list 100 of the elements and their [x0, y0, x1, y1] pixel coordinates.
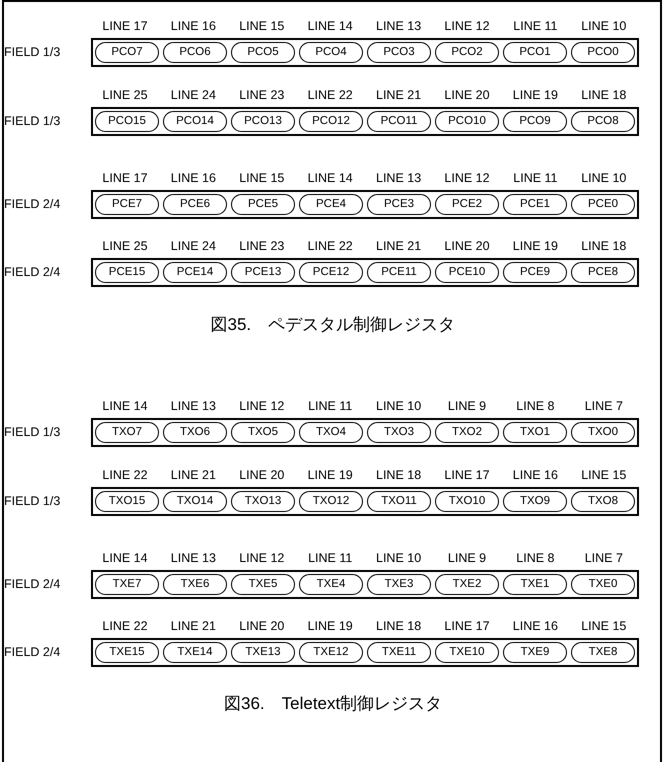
bit-cell: TXE7: [95, 574, 159, 595]
line-label: LINE 16: [512, 468, 559, 482]
bit-cell: TXO7: [95, 422, 159, 443]
bit-cell: PCE10: [435, 262, 499, 283]
line-label: LINE 9: [446, 399, 488, 413]
bit-cell: PCE8: [571, 262, 635, 283]
bit-cell: PCE2: [435, 194, 499, 215]
line-label: LINE 23: [238, 239, 286, 253]
bit-cell: PCE14: [163, 262, 227, 283]
line-label: LINE 19: [512, 239, 559, 253]
line-label: LINE 21: [375, 239, 422, 253]
line-label: LINE 7: [584, 399, 624, 413]
bit-cell: TXE6: [163, 574, 227, 595]
line-label: LINE 12: [443, 171, 491, 185]
field-label: FIELD 2/4: [4, 265, 60, 279]
bit-cell: TXO2: [435, 422, 499, 443]
bit-cell: PCO7: [95, 42, 159, 63]
line-label: LINE 11: [512, 19, 559, 33]
bit-cell: TXO1: [503, 422, 567, 443]
bit-cell: TXE11: [367, 642, 431, 663]
line-label: LINE 23: [238, 88, 286, 102]
line-label: LINE 11: [307, 399, 354, 413]
line-label: LINE 10: [580, 19, 628, 33]
line-label: LINE 25: [101, 88, 149, 102]
bit-cell: TXE0: [571, 574, 635, 595]
line-label: LINE 18: [580, 88, 628, 102]
bit-cell: TXO0: [571, 422, 635, 443]
bit-cell: PCE5: [231, 194, 295, 215]
bit-cell: PCO13: [231, 111, 295, 132]
bit-cell: PCO12: [299, 111, 363, 132]
line-label: LINE 13: [375, 171, 422, 185]
bit-cell: TXE2: [435, 574, 499, 595]
line-label: LINE 18: [375, 619, 422, 633]
line-label: LINE 21: [170, 619, 217, 633]
line-label: LINE 18: [375, 468, 422, 482]
line-label: LINE 16: [512, 619, 559, 633]
bit-cell: TXE9: [503, 642, 567, 663]
field-label: FIELD 1/3: [4, 114, 60, 128]
figure-caption: 図35. ペデスタル制御レジスタ: [210, 314, 456, 336]
bit-cell: TXO4: [299, 422, 363, 443]
line-label: LINE 21: [375, 88, 422, 102]
line-label: LINE 19: [306, 468, 354, 482]
bit-cell: TXE15: [95, 642, 159, 663]
field-label: FIELD 2/4: [4, 645, 60, 659]
line-label: LINE 24: [170, 88, 217, 102]
line-label: LINE 24: [170, 239, 217, 253]
bit-cell: TXE3: [367, 574, 431, 595]
line-label: LINE 11: [307, 551, 354, 565]
line-label: LINE 12: [443, 19, 491, 33]
line-label: LINE 20: [238, 619, 286, 633]
field-label: FIELD 2/4: [4, 197, 60, 211]
line-label: LINE 20: [238, 468, 286, 482]
line-label: LINE 14: [306, 171, 354, 185]
figure-caption: 図36. Teletext制御レジスタ: [224, 693, 442, 715]
line-label: LINE 15: [580, 468, 628, 482]
line-label: LINE 25: [101, 239, 149, 253]
bit-cell: PCO0: [571, 42, 635, 63]
bit-cell: TXO15: [95, 491, 159, 512]
line-label: LINE 14: [101, 399, 149, 413]
line-label: LINE 15: [238, 19, 286, 33]
line-label: LINE 8: [515, 551, 556, 565]
line-label: LINE 17: [443, 619, 491, 633]
bit-cell: TXO9: [503, 491, 567, 512]
line-label: LINE 10: [375, 399, 422, 413]
bit-cell: PCO6: [163, 42, 227, 63]
line-label: LINE 22: [306, 88, 354, 102]
bit-cell: TXE4: [299, 574, 363, 595]
line-label: LINE 13: [170, 551, 217, 565]
bit-cell: PCO1: [503, 42, 567, 63]
line-label: LINE 13: [375, 19, 422, 33]
bit-cell: PCO2: [435, 42, 499, 63]
bit-cell: TXO14: [163, 491, 227, 512]
line-label: LINE 19: [306, 619, 354, 633]
bit-cell: TXO10: [435, 491, 499, 512]
line-label: LINE 19: [512, 88, 559, 102]
bit-cell: TXE13: [231, 642, 295, 663]
line-label: LINE 22: [101, 619, 149, 633]
line-label: LINE 8: [515, 399, 556, 413]
bit-cell: TXO3: [367, 422, 431, 443]
bit-cell: PCE1: [503, 194, 567, 215]
bit-cell: PCE13: [231, 262, 295, 283]
bit-cell: TXO13: [231, 491, 295, 512]
bit-cell: PCE7: [95, 194, 159, 215]
bit-cell: TXE14: [163, 642, 227, 663]
bit-cell: PCE4: [299, 194, 363, 215]
line-label: LINE 14: [101, 551, 149, 565]
bit-cell: PCO8: [571, 111, 635, 132]
field-label: FIELD 1/3: [4, 425, 60, 439]
line-label: LINE 11: [512, 171, 559, 185]
line-label: LINE 20: [443, 239, 491, 253]
line-label: LINE 13: [170, 399, 217, 413]
bit-cell: PCE3: [367, 194, 431, 215]
line-label: LINE 10: [580, 171, 628, 185]
line-label: LINE 17: [101, 171, 149, 185]
line-label: LINE 20: [443, 88, 491, 102]
line-label: LINE 15: [580, 619, 628, 633]
bit-cell: TXE1: [503, 574, 567, 595]
bit-cell: PCO11: [367, 111, 431, 132]
line-label: LINE 16: [170, 171, 217, 185]
bit-cell: PCE12: [299, 262, 363, 283]
